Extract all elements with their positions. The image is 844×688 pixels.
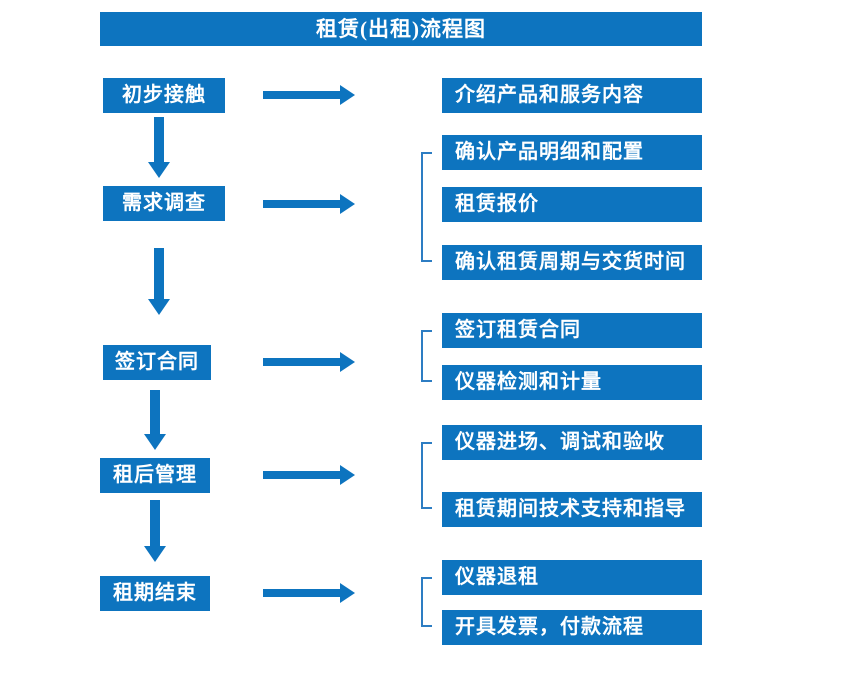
step-box-lease-end: 租期结束: [100, 576, 210, 611]
down-arrow-4: [144, 500, 166, 562]
arrow-shaft: [263, 200, 340, 208]
output-box-4: 确认租赁周期与交货时间: [442, 245, 702, 280]
arrow-shaft: [263, 358, 340, 366]
right-arrow-1: [263, 85, 355, 105]
bracket-group-4: [421, 442, 432, 509]
output-box-9: 仪器退租: [442, 560, 702, 595]
step-box-demand-survey: 需求调查: [103, 186, 225, 221]
right-arrow-2: [263, 194, 355, 214]
arrow-shaft: [154, 117, 164, 162]
bracket-group-2: [421, 152, 432, 262]
arrow-shaft: [154, 248, 164, 299]
right-arrow-5: [263, 583, 355, 603]
arrow-head-icon: [340, 352, 355, 372]
arrow-head-icon: [148, 299, 170, 315]
output-box-10: 开具发票，付款流程: [442, 610, 702, 645]
arrow-head-icon: [148, 162, 170, 178]
output-box-2: 确认产品明细和配置: [442, 135, 702, 170]
down-arrow-2: [148, 248, 170, 315]
arrow-head-icon: [144, 546, 166, 562]
output-box-6: 仪器检测和计量: [442, 365, 702, 400]
step-box-post-rental: 租后管理: [100, 458, 210, 493]
arrow-shaft: [263, 91, 340, 99]
output-box-5: 签订租赁合同: [442, 313, 702, 348]
arrow-head-icon: [144, 434, 166, 450]
right-arrow-4: [263, 465, 355, 485]
arrow-head-icon: [340, 583, 355, 603]
bracket-group-5: [421, 577, 432, 627]
title-bar: 租赁(出租)流程图: [100, 12, 702, 46]
step-box-initial-contact: 初步接触: [103, 78, 225, 113]
page-title: 租赁(出租)流程图: [316, 17, 486, 41]
arrow-head-icon: [340, 85, 355, 105]
arrow-shaft: [150, 390, 160, 434]
output-box-7: 仪器进场、调试和验收: [442, 425, 702, 460]
down-arrow-3: [144, 390, 166, 450]
output-box-3: 租赁报价: [442, 187, 702, 222]
output-box-1: 介绍产品和服务内容: [442, 78, 702, 113]
down-arrow-1: [148, 117, 170, 178]
arrow-shaft: [150, 500, 160, 546]
bracket-group-3: [421, 330, 432, 382]
arrow-head-icon: [340, 194, 355, 214]
output-box-8: 租赁期间技术支持和指导: [442, 492, 702, 527]
arrow-shaft: [263, 471, 340, 479]
step-box-sign-contract: 签订合同: [103, 345, 211, 380]
right-arrow-3: [263, 352, 355, 372]
arrow-shaft: [263, 589, 340, 597]
arrow-head-icon: [340, 465, 355, 485]
